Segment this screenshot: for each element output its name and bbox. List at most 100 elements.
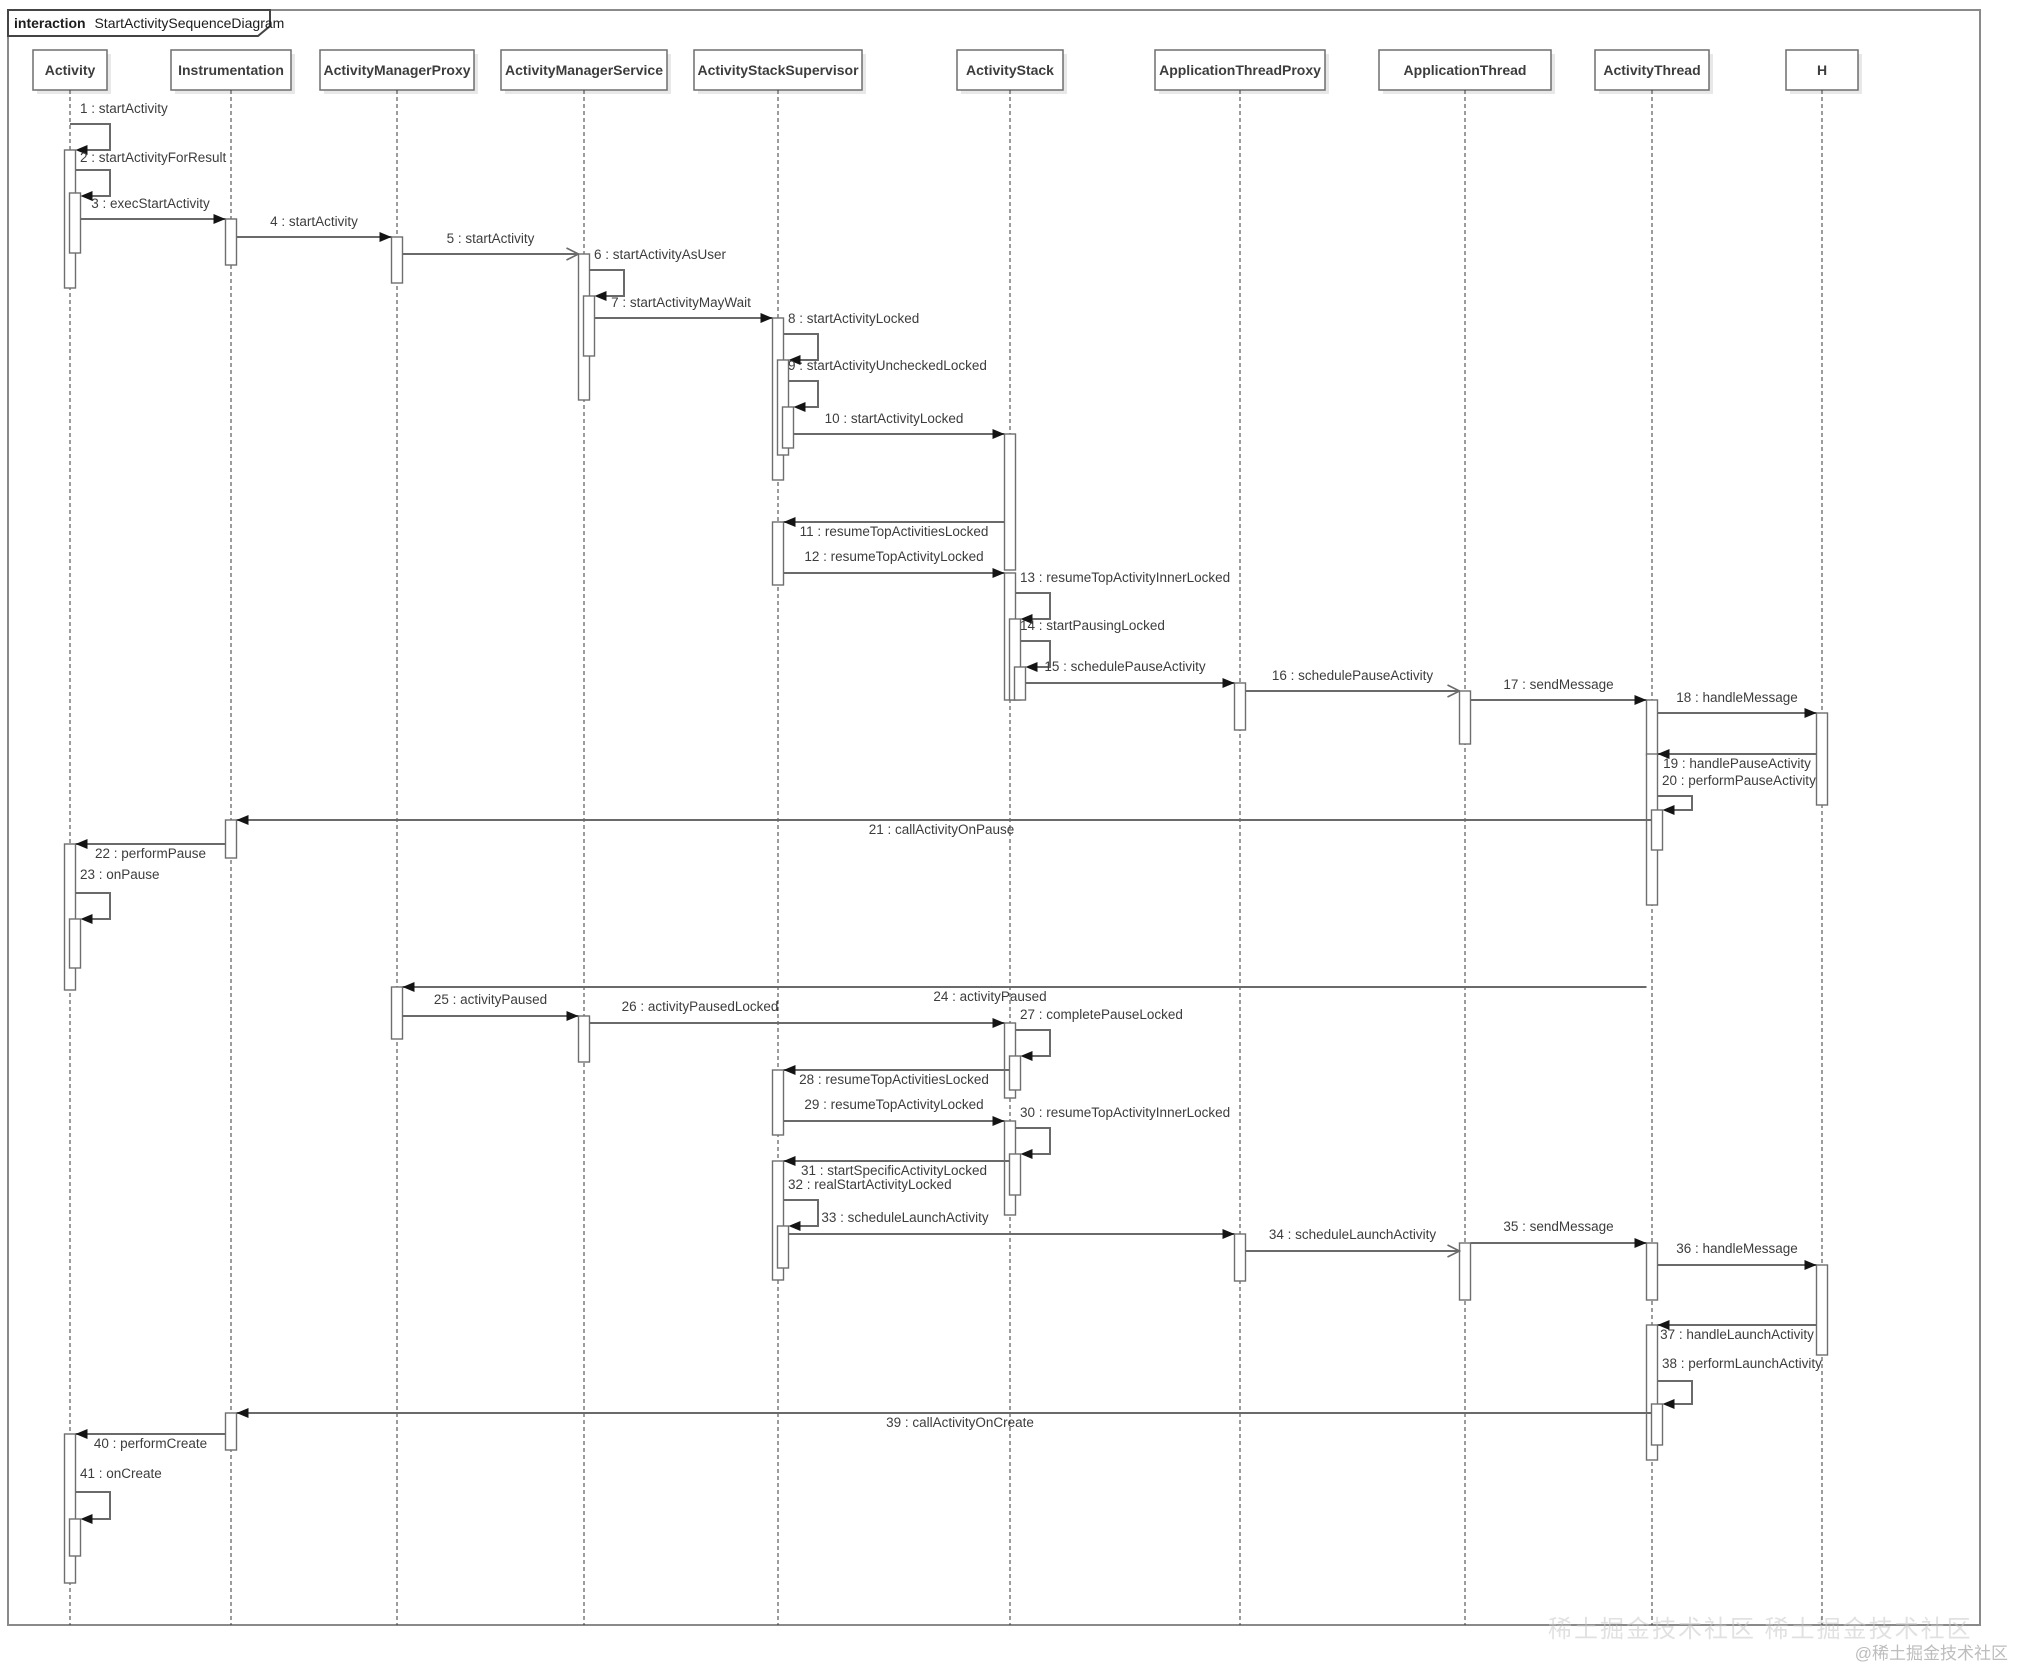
- message-label-1: 1 : startActivity: [80, 101, 168, 116]
- arrowhead-icon-4: [379, 232, 392, 242]
- activation-bar-h: [1815, 712, 1829, 806]
- message-line-1: [70, 123, 111, 151]
- activation-bar-activity: [68, 1518, 82, 1557]
- arrowhead-icon-3: [213, 214, 226, 224]
- arrowhead-icon-39: [236, 1408, 249, 1418]
- arrowhead-icon-2: [80, 191, 93, 201]
- activation-bar-activity: [63, 843, 77, 991]
- arrowhead-icon-20: [1662, 805, 1675, 815]
- lifeline-label-ams: ActivityManagerService: [505, 62, 663, 78]
- activation-bar-actthread: [1650, 809, 1664, 851]
- message-label-16: 16 : schedulePauseActivity: [1272, 668, 1434, 683]
- arrowhead-icon-41: [80, 1514, 93, 1524]
- arrowhead-icon-17: [1634, 695, 1647, 705]
- activation-bar-ass: [781, 406, 795, 449]
- lifeline-label-atp: ApplicationThreadProxy: [1159, 62, 1321, 78]
- arrowhead-icon-23: [80, 914, 93, 924]
- message-label-15: 15 : schedulePauseActivity: [1044, 659, 1206, 674]
- arrowhead-icon-14: [1025, 662, 1038, 672]
- lifeline-label-amp: ActivityManagerProxy: [323, 62, 470, 78]
- activation-bar-atp: [1233, 682, 1247, 731]
- watermark: @稀土掘金技术社区: [1855, 1644, 2008, 1663]
- message-line-27: [1015, 1029, 1051, 1057]
- lifeline-label-instrumentation: Instrumentation: [178, 62, 284, 78]
- message-label-34: 34 : scheduleLaunchActivity: [1269, 1227, 1437, 1242]
- arrowhead-icon-10: [992, 429, 1005, 439]
- arrowhead-icon-19: [1657, 749, 1670, 759]
- message-label-7: 7 : startActivityMayWait: [611, 295, 751, 310]
- open-arrowhead-icon-16: [1447, 684, 1462, 698]
- message-label-11: 11 : resumeTopActivitiesLocked: [800, 524, 989, 539]
- activation-bar-activity: [68, 192, 82, 254]
- activations-layer: [63, 149, 1829, 1584]
- lifeline-label-appthread: ApplicationThread: [1404, 62, 1527, 78]
- activation-bar-astack: [1008, 1055, 1022, 1091]
- activation-bar-instrumentation: [224, 819, 238, 859]
- lifeline-box-ass: [693, 49, 863, 91]
- activation-bar-appthread: [1458, 690, 1472, 745]
- message-line-38: [1657, 1380, 1693, 1405]
- lifeline-label-h: H: [1817, 62, 1827, 78]
- activation-bar-astack: [1003, 433, 1017, 571]
- lifeline-label-actthread: ActivityThread: [1603, 62, 1700, 78]
- arrowhead-icon-31: [783, 1156, 796, 1166]
- message-label-17: 17 : sendMessage: [1503, 677, 1613, 692]
- message-label-6: 6 : startActivityAsUser: [594, 247, 727, 262]
- message-line-30: [1015, 1127, 1051, 1155]
- message-label-22: 22 : performPause: [95, 846, 206, 861]
- arrowhead-icon-22: [75, 839, 88, 849]
- arrowhead-icon-21: [236, 815, 249, 825]
- lifeline-label-ass: ActivityStackSupervisor: [697, 62, 859, 78]
- arrowhead-icon-29: [992, 1116, 1005, 1126]
- message-label-13: 13 : resumeTopActivityInnerLocked: [1020, 570, 1230, 585]
- activation-bar-astack: [1008, 1153, 1022, 1196]
- message-line-8: [783, 333, 819, 361]
- arrowhead-icon-25: [566, 1011, 579, 1021]
- lifeline-box-ams: [500, 49, 668, 91]
- message-label-14: 14 : startPausingLocked: [1020, 618, 1165, 633]
- open-arrowhead-icon-5: [566, 247, 581, 261]
- activation-bar-astack: [1013, 666, 1027, 701]
- title-name: StartActivitySequenceDiagram: [94, 15, 284, 31]
- message-line-2: [75, 169, 111, 197]
- message-line-32: [783, 1199, 819, 1227]
- activation-bar-amp: [390, 236, 404, 284]
- message-label-29: 29 : resumeTopActivityLocked: [804, 1097, 983, 1112]
- message-label-19: 19 : handlePauseActivity: [1663, 756, 1811, 771]
- message-label-41: 41 : onCreate: [80, 1466, 162, 1481]
- message-label-20: 20 : performPauseActivity: [1662, 773, 1816, 788]
- open-arrowhead-icon-34: [1447, 1244, 1462, 1258]
- arrowhead-icon-8: [788, 355, 801, 365]
- message-label-33: 33 : scheduleLaunchActivity: [821, 1210, 989, 1225]
- activation-bar-h: [1815, 1264, 1829, 1356]
- message-label-25: 25 : activityPaused: [434, 992, 547, 1007]
- message-label-10: 10 : startActivityLocked: [825, 411, 964, 426]
- activation-bar-ams: [582, 295, 596, 357]
- title-tab: [7, 9, 271, 37]
- message-label-23: 23 : onPause: [80, 867, 160, 882]
- message-label-3: 3 : execStartActivity: [91, 196, 210, 211]
- message-label-24: 24 : activityPaused: [933, 989, 1046, 1004]
- message-label-9: 9 : startActivityUncheckedLocked: [788, 358, 987, 373]
- arrowhead-icon-27: [1020, 1051, 1033, 1061]
- message-label-37: 37 : handleLaunchActivity: [1660, 1327, 1814, 1342]
- arrowhead-icon-37: [1657, 1320, 1670, 1330]
- activation-bar-ass: [776, 1225, 790, 1269]
- message-label-31: 31 : startSpecificActivityLocked: [801, 1163, 987, 1178]
- lifeline-box-appthread: [1378, 49, 1552, 91]
- arrowhead-icon-11: [783, 517, 796, 527]
- arrowhead-icon-33: [1222, 1229, 1235, 1239]
- lifeline-label-astack: ActivityStack: [966, 62, 1054, 78]
- lifeline-box-h: [1785, 49, 1859, 91]
- arrowhead-icon-1: [75, 145, 88, 155]
- arrowhead-icon-9: [793, 402, 806, 412]
- activation-bar-actthread: [1645, 699, 1659, 756]
- message-line-9: [788, 380, 819, 408]
- arrowhead-icon-40: [75, 1429, 88, 1439]
- activation-bar-ass: [771, 521, 785, 586]
- arrowhead-icon-13: [1020, 614, 1033, 624]
- arrowhead-icon-15: [1222, 678, 1235, 688]
- message-line-6: [589, 269, 625, 297]
